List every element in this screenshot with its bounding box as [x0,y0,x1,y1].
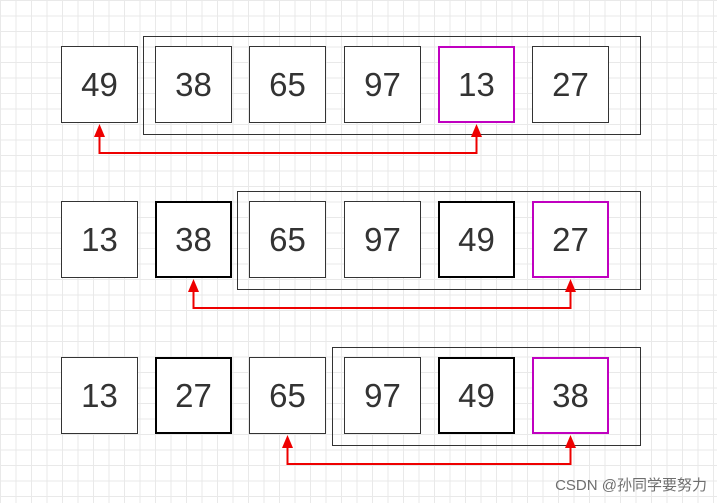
array-cell: 49 [438,357,515,434]
array-cell: 13 [61,201,138,278]
watermark: CSDN @孙同学要努力 [555,477,707,494]
swap-arrow-head [471,124,482,137]
swap-arrow-head [565,435,576,448]
unsorted-region-frame [237,191,641,290]
array-cell: 49 [61,46,138,123]
swap-arrow-line [192,291,572,309]
array-cell: 97 [344,201,421,278]
array-cell: 38 [532,357,609,434]
swap-arrow-head [188,279,199,292]
swap-arrow-head [565,279,576,292]
array-cell: 27 [532,46,609,123]
unsorted-region-frame [143,36,641,135]
array-cell: 13 [438,46,515,123]
array-cell: 38 [155,201,232,278]
array-cell: 65 [249,357,326,434]
array-cell: 49 [438,201,515,278]
swap-arrow-head [282,435,293,448]
swap-arrow-head [94,124,105,137]
array-cell: 27 [155,357,232,434]
array-cell: 38 [155,46,232,123]
swap-arrow-line [286,447,572,465]
array-cell: 65 [249,201,326,278]
swap-arrow-line [98,136,478,154]
array-cell: 97 [344,46,421,123]
array-cell: 13 [61,357,138,434]
unsorted-region-frame [332,347,641,446]
array-cell: 97 [344,357,421,434]
array-cell: 27 [532,201,609,278]
array-cell: 65 [249,46,326,123]
